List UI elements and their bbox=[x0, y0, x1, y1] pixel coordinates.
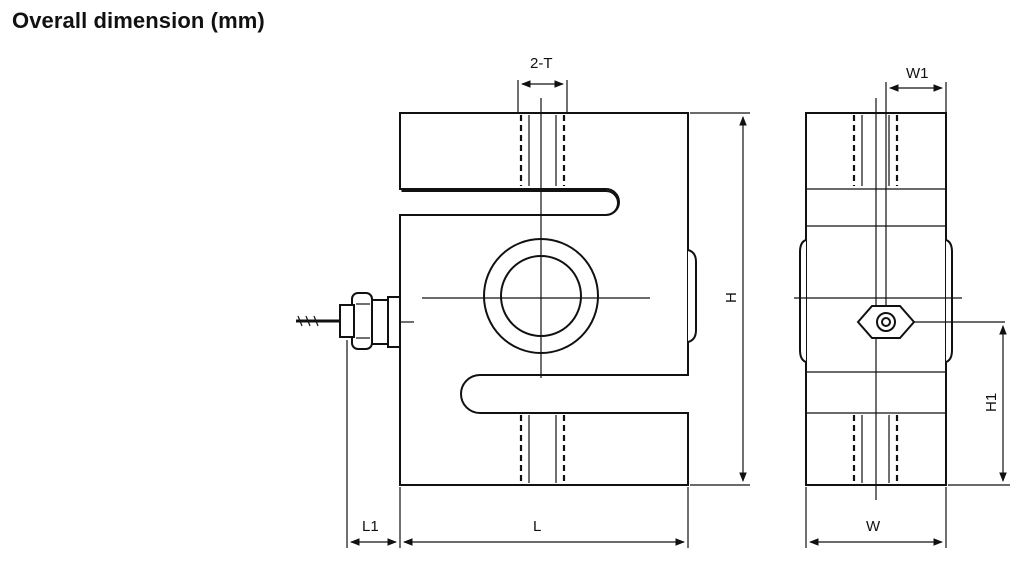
width-offset-dimension: W1 bbox=[885, 65, 947, 305]
height-dimension: H bbox=[690, 112, 750, 486]
length-label: L bbox=[533, 518, 541, 535]
width-offset-label: W1 bbox=[906, 65, 929, 82]
width-dimension: W bbox=[805, 487, 947, 548]
thread-dimension: 2-T bbox=[517, 55, 568, 113]
cable-height-label: H1 bbox=[983, 393, 1000, 412]
cable-height-dimension: H1 bbox=[948, 325, 1010, 486]
right-lug bbox=[687, 249, 697, 343]
length-dimension: L bbox=[399, 487, 689, 548]
width-label: W bbox=[866, 518, 881, 535]
thread-label: 2-T bbox=[530, 55, 553, 72]
front-view bbox=[296, 98, 697, 486]
lower-slot bbox=[460, 374, 688, 414]
page-title: Overall dimension (mm) bbox=[12, 8, 265, 33]
cable-offset-dimension: L1 bbox=[346, 340, 397, 548]
height-label: H bbox=[723, 292, 740, 303]
cable-gland bbox=[296, 292, 414, 350]
hex-nut-icon bbox=[856, 305, 1005, 339]
cable-offset-label: L1 bbox=[362, 518, 379, 535]
side-view bbox=[794, 98, 1005, 500]
